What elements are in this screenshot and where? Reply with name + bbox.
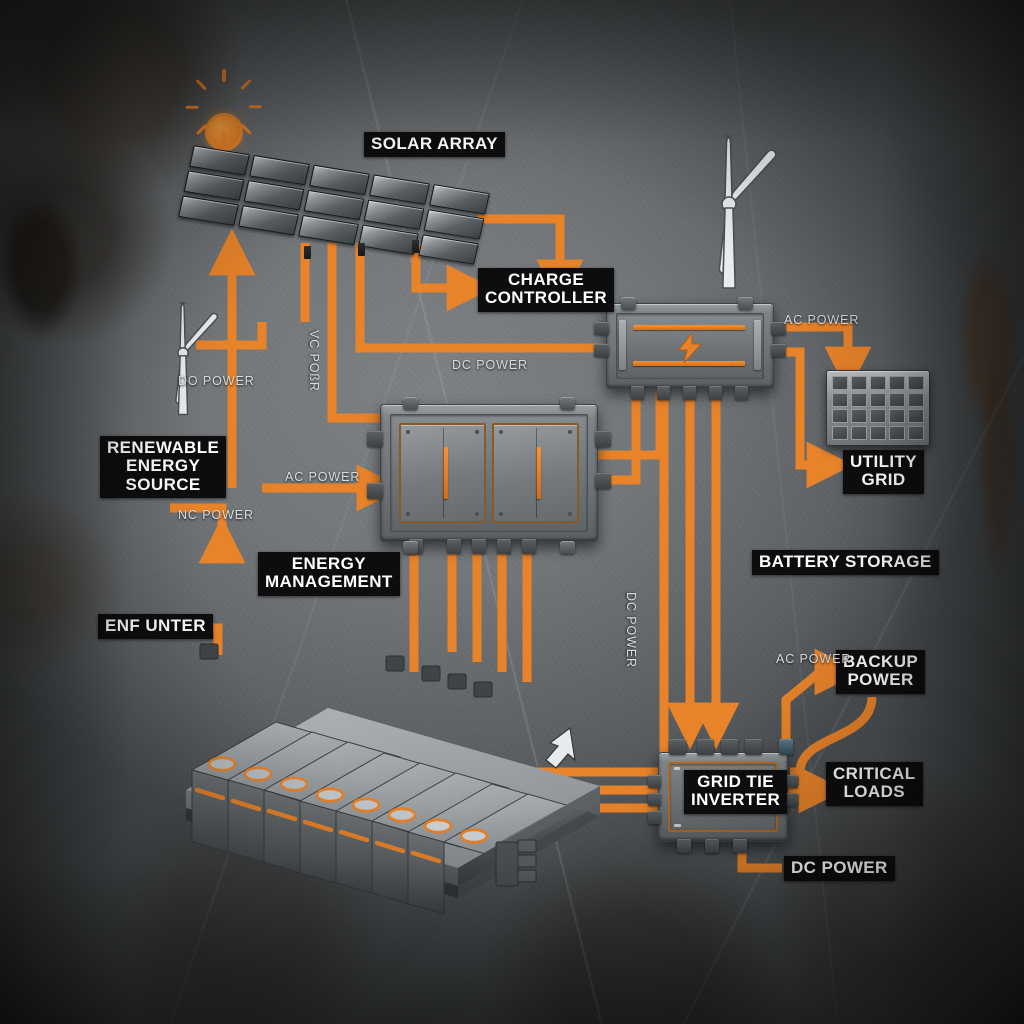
grid-tie-inverter-label: GRID TIE INVERTER (684, 770, 788, 814)
